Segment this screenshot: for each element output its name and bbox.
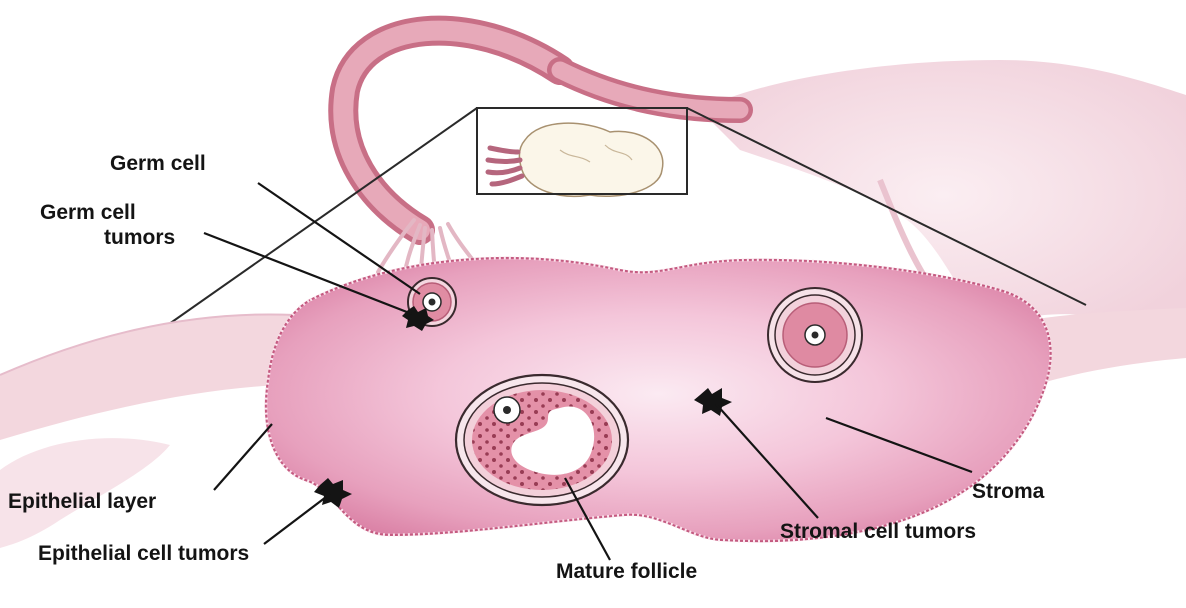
label-germ-cell-tumors-line1: Germ cell [40, 201, 136, 225]
label-mature-follicle: Mature follicle [556, 560, 697, 584]
label-germ-cell: Germ cell [110, 152, 206, 176]
label-germ-cell-tumors-line2: tumors [104, 226, 175, 250]
mature-follicle [456, 375, 628, 505]
small-ovary [488, 123, 663, 196]
label-stromal-cell-tumors: Stromal cell tumors [780, 520, 976, 544]
label-epithelial-cell-tumors: Epithelial cell tumors [38, 542, 249, 566]
leader-epithelial-layer [214, 424, 272, 490]
label-stroma: Stroma [972, 480, 1044, 504]
leader-epithelial-cell-tumors [264, 494, 330, 544]
primary-follicle [768, 288, 862, 382]
ovary-body [266, 258, 1051, 541]
label-epithelial-layer: Epithelial layer [8, 490, 156, 514]
